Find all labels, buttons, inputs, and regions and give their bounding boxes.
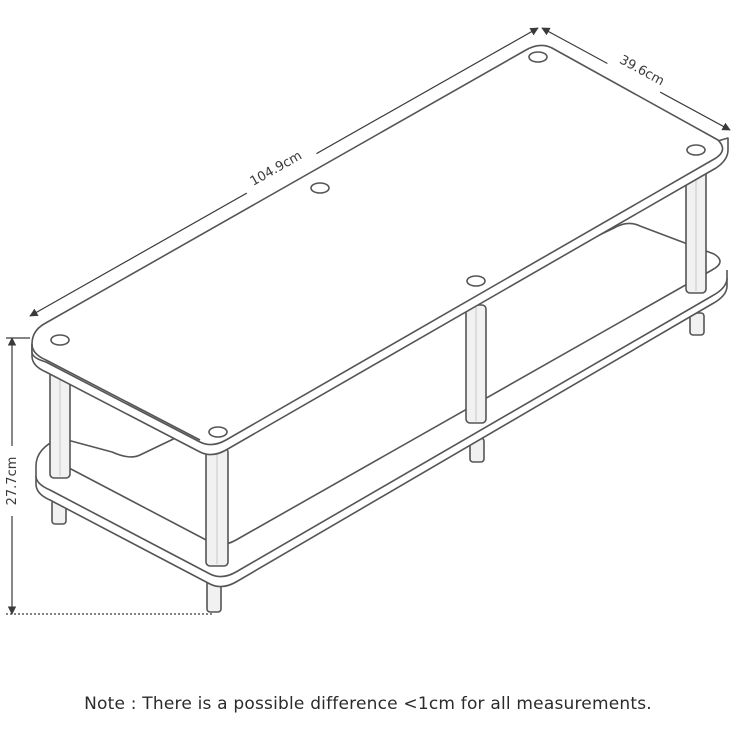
hole-back-right bbox=[686, 144, 706, 156]
hole-mid-front bbox=[466, 275, 486, 287]
hole-front-left bbox=[50, 334, 70, 346]
height-label: 27.7cm bbox=[5, 457, 20, 506]
hole-mid-back bbox=[310, 182, 330, 194]
hole-back-left bbox=[528, 51, 548, 63]
measurement-note: Note : There is a possible difference <1… bbox=[84, 694, 652, 714]
hole-front-right bbox=[208, 426, 228, 438]
